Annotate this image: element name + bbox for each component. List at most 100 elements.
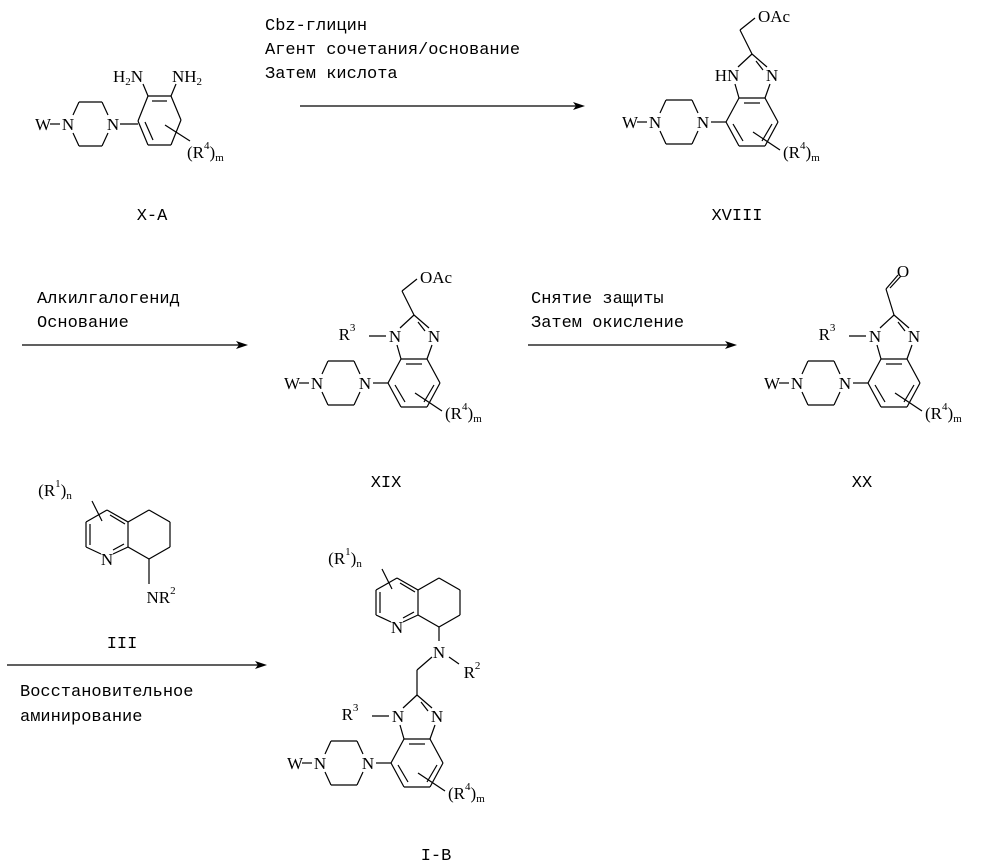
- substituent-bond: [895, 393, 922, 411]
- atom-label-part: R: [342, 705, 354, 724]
- r4-label: (R4)m: [187, 140, 224, 164]
- atom-label-part: m: [476, 793, 485, 805]
- atom-label-part: W: [622, 113, 639, 132]
- w-label: W: [35, 115, 52, 134]
- r4-label: (R4)m: [783, 140, 820, 164]
- atom-label-part: N: [908, 327, 920, 346]
- pyridine-ring: [107, 510, 128, 522]
- atom-label-part: R: [931, 404, 943, 423]
- n-label: N: [428, 327, 440, 346]
- reagent-text: Агент сочетания/основание: [265, 41, 520, 60]
- n-label: N: [107, 115, 119, 134]
- cyclohexane-ring: [439, 615, 460, 627]
- bond: [765, 84, 770, 98]
- n-label: N: [362, 754, 374, 773]
- n-label: N: [869, 327, 881, 346]
- piperazine-ring: [692, 100, 698, 113]
- piperazine-ring: [834, 361, 840, 374]
- cyclohexane-ring: [439, 578, 460, 590]
- reagent-text: аминирование: [20, 708, 142, 727]
- cyclohexane-ring: [418, 615, 439, 627]
- substituent-bond: [415, 393, 442, 411]
- atom-label-part: R: [334, 549, 346, 568]
- pyridine-ring: [376, 578, 397, 590]
- r4-label: (R4)m: [445, 401, 482, 425]
- atom-label-part: R: [44, 481, 56, 500]
- compound-label-xviii: XVIII: [711, 207, 762, 226]
- atom-label-part: N: [62, 115, 74, 134]
- piperazine-ring: [357, 741, 363, 754]
- n-label: N: [433, 643, 445, 662]
- bond: [171, 84, 176, 96]
- n-label: N: [697, 113, 709, 132]
- piperazine-ring: [802, 392, 808, 405]
- n-label: N: [649, 113, 661, 132]
- bond: [740, 18, 755, 30]
- bond: [400, 315, 414, 328]
- piperazine-ring: [692, 131, 698, 144]
- piperazine-ring: [660, 131, 666, 144]
- r3-label: R3: [819, 322, 836, 344]
- bond: [877, 345, 881, 359]
- bond: [886, 289, 894, 315]
- benzene-ring: [868, 359, 881, 383]
- oac-label: OAc: [758, 7, 791, 26]
- bond: [402, 279, 417, 291]
- atom-label-part: N: [869, 327, 881, 346]
- atom-label-part: n: [356, 558, 362, 570]
- w-label: W: [284, 374, 301, 393]
- atom-label-part: N: [359, 374, 371, 393]
- reagent-text: Cbz-глицин: [265, 17, 367, 36]
- benzene-ring: [427, 359, 440, 383]
- piperazine-ring: [357, 772, 363, 785]
- n-label: N: [431, 707, 443, 726]
- cyclohexane-ring: [149, 547, 170, 559]
- bond: [143, 84, 148, 96]
- atom-label-part: R: [819, 325, 831, 344]
- compound-label-ib: I-B: [421, 847, 452, 866]
- atom-label-part: W: [284, 374, 301, 393]
- atom-label-part: N: [433, 643, 445, 662]
- step-1-conditions: Cbz-глицин Агент сочетания/основание Зат…: [265, 17, 520, 84]
- step-3-conditions: Снятие защиты Затем окисление: [531, 290, 684, 333]
- bond: [403, 695, 417, 708]
- pyridine-ring: [86, 510, 107, 522]
- step-4-conditions: Восстановительное аминирование: [20, 683, 193, 727]
- benzene-ring: [391, 763, 404, 787]
- atom-label-part: O: [897, 262, 909, 281]
- atom-label-part: W: [287, 754, 304, 773]
- n-label: N: [359, 374, 371, 393]
- atom-label-part: 2: [170, 585, 176, 597]
- reagent-text: Затем кислота: [265, 65, 398, 84]
- atom-label-part: N: [101, 550, 113, 569]
- n-label: N: [389, 327, 401, 346]
- oac-label: OAc: [420, 268, 453, 287]
- piperazine-ring: [325, 741, 331, 754]
- piperazine-ring: [834, 392, 840, 405]
- step-2-conditions: Алкилгалогенид Основание: [37, 290, 180, 333]
- atom-label-part: R: [193, 143, 205, 162]
- atom-label-part: m: [215, 152, 224, 164]
- n-label: N: [791, 374, 803, 393]
- atom-label-part: OAc: [758, 7, 791, 26]
- piperazine-ring: [354, 392, 360, 405]
- atom-label-part: R: [454, 784, 466, 803]
- atom-label-part: m: [953, 413, 962, 425]
- benzene-ring: [726, 98, 739, 122]
- bond: [907, 345, 912, 359]
- atom-label-part: N: [431, 707, 443, 726]
- pyridine-ring: [397, 578, 418, 590]
- cyclohexane-ring: [149, 510, 170, 522]
- atom-label-part: NH: [172, 67, 197, 86]
- bond: [430, 725, 435, 739]
- piperazine-ring: [660, 100, 666, 113]
- benzene-ring: [388, 359, 401, 383]
- bond: [740, 30, 752, 54]
- atom-label-part: m: [473, 413, 482, 425]
- n-label: N: [62, 115, 74, 134]
- reagent-text: Восстановительное: [20, 683, 193, 702]
- reagent-text: Затем окисление: [531, 314, 684, 333]
- n-label: N: [392, 707, 404, 726]
- r1-label: (R1)n: [328, 546, 362, 570]
